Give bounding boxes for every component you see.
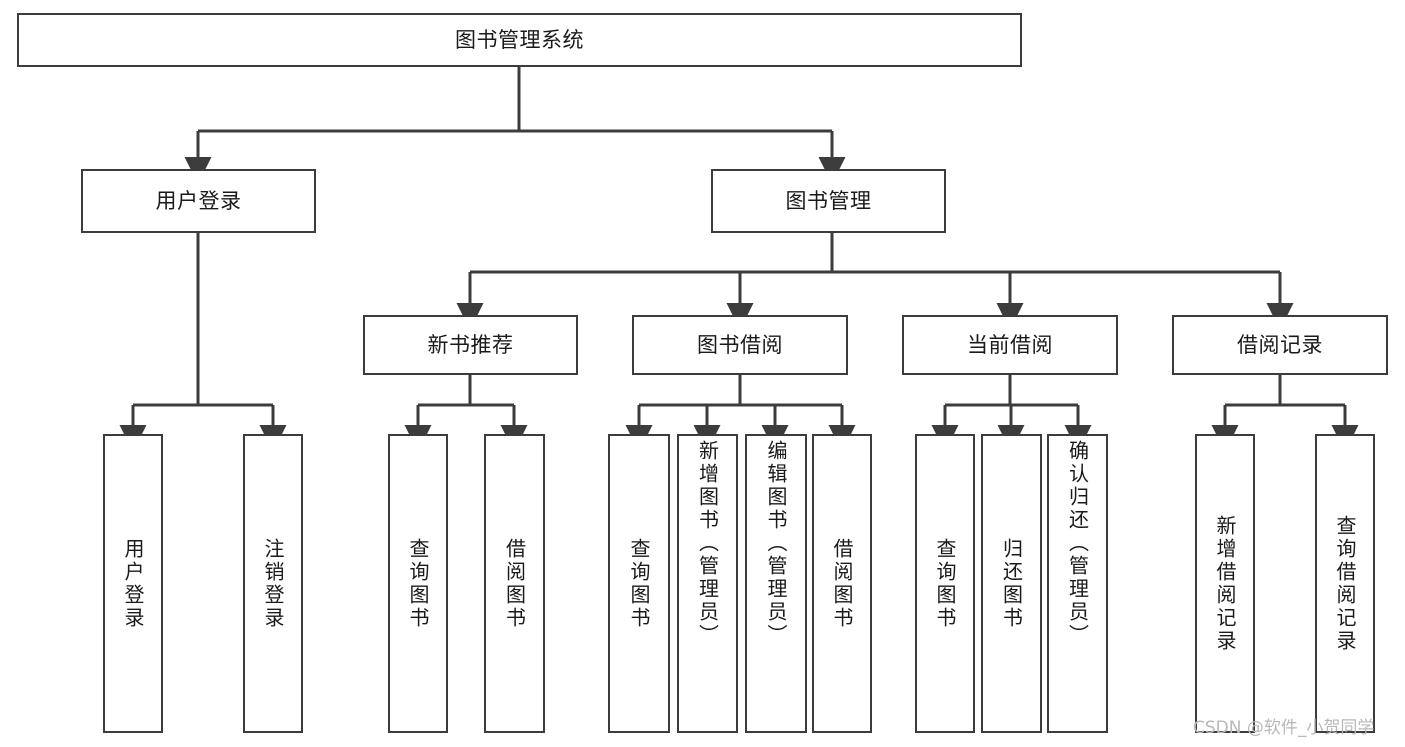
leaf-add-book-admin[interactable]: 新增图书（管理员） xyxy=(677,434,738,733)
node-new-book-recommend[interactable]: 新书推荐 xyxy=(363,315,578,375)
node-book-borrow[interactable]: 图书借阅 xyxy=(632,315,848,375)
leaf-label: 注销登录 xyxy=(261,537,285,630)
leaf-edit-book-admin[interactable]: 编辑图书（管理员） xyxy=(745,434,807,733)
leaf-user-login[interactable]: 用户登录 xyxy=(103,434,163,733)
leaf-return-book[interactable]: 归还图书 xyxy=(981,434,1042,733)
node-label: 图书借阅 xyxy=(697,332,783,357)
leaf-label: 归还图书 xyxy=(999,537,1024,630)
leaf-label: 借阅图书 xyxy=(830,537,854,630)
leaf-borrow-book[interactable]: 借阅图书 xyxy=(812,434,872,733)
leaf-borrow-book-recommend[interactable]: 借阅图书 xyxy=(484,434,545,733)
leaf-confirm-return-admin[interactable]: 确认归还（管理员） xyxy=(1047,434,1108,733)
leaf-label: 新增图书（管理员） xyxy=(695,440,720,647)
node-current-borrow[interactable]: 当前借阅 xyxy=(902,315,1118,375)
node-label: 新书推荐 xyxy=(427,332,514,357)
leaf-label: 查询图书 xyxy=(406,537,430,630)
node-label: 借阅记录 xyxy=(1237,332,1323,357)
leaf-user-logout[interactable]: 注销登录 xyxy=(243,434,303,733)
node-borrow-record[interactable]: 借阅记录 xyxy=(1172,315,1388,375)
node-label: 图书管理 xyxy=(785,188,872,213)
leaf-label: 确认归还（管理员） xyxy=(1065,440,1090,647)
leaf-label: 借阅图书 xyxy=(502,537,527,630)
leaf-label: 查询图书 xyxy=(627,537,651,630)
leaf-label: 编辑图书（管理员） xyxy=(764,440,788,647)
leaf-add-borrow-record[interactable]: 新增借阅记录 xyxy=(1195,434,1255,733)
leaf-query-book-current[interactable]: 查询图书 xyxy=(915,434,975,733)
node-label: 图书管理系统 xyxy=(455,27,584,52)
leaf-label: 用户登录 xyxy=(121,537,145,630)
node-root-system[interactable]: 图书管理系统 xyxy=(17,13,1022,67)
node-label: 当前借阅 xyxy=(967,332,1053,357)
leaf-query-book-borrow[interactable]: 查询图书 xyxy=(608,434,670,733)
leaf-query-book-recommend[interactable]: 查询图书 xyxy=(388,434,448,733)
node-user-login[interactable]: 用户登录 xyxy=(81,169,316,233)
node-book-management[interactable]: 图书管理 xyxy=(711,169,946,233)
leaf-label: 查询借阅记录 xyxy=(1333,514,1357,653)
leaf-label: 查询图书 xyxy=(933,537,957,630)
leaf-label: 新增借阅记录 xyxy=(1213,514,1237,653)
csdn-watermark: CSDN @软件_小贺同学 xyxy=(1193,718,1375,738)
leaf-query-borrow-record[interactable]: 查询借阅记录 xyxy=(1315,434,1375,733)
node-label: 用户登录 xyxy=(155,188,242,213)
